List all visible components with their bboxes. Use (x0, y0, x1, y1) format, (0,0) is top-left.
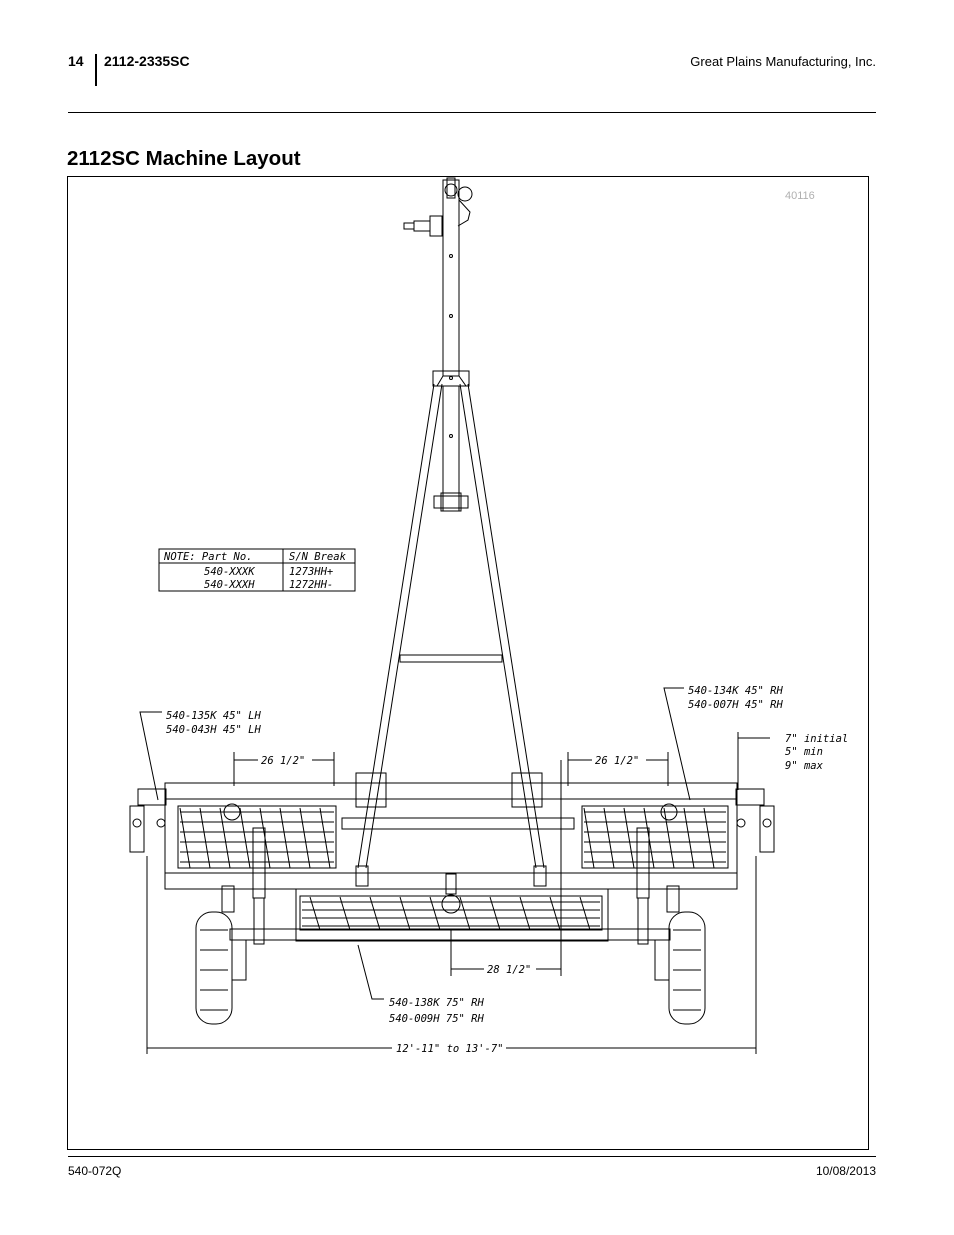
callout-center: 540-138K 75" RH 540-009H 75" RH (357, 944, 485, 1025)
svg-text:9" max: 9" max (785, 760, 824, 772)
svg-text:26 1/2": 26 1/2" (261, 755, 305, 767)
note-header-part: NOTE: Part No. (163, 551, 253, 563)
callout-rh: 540-134K 45" RH 540-007H 45" RH (663, 685, 784, 801)
svg-text:28 1/2": 28 1/2" (487, 964, 531, 976)
center-basket (299, 873, 603, 931)
left-basket (129, 803, 337, 945)
dim-left-offset: 26 1/2" (233, 752, 335, 786)
footer-rule (68, 1156, 876, 1157)
page-number: 14 (68, 53, 84, 69)
note-box: NOTE: Part No. S/N Break 540-XXXK 1273HH… (158, 548, 356, 592)
hitch-tongue (403, 177, 473, 512)
svg-text:540-043H 45" LH: 540-043H 45" LH (166, 724, 262, 736)
main-frame (137, 772, 765, 942)
svg-text:26 1/2": 26 1/2" (595, 755, 639, 767)
svg-text:540-135K 45" LH: 540-135K 45" LH (166, 710, 262, 722)
callout-lh: 540-135K 45" LH 540-043H 45" LH (139, 710, 262, 801)
figure-id: 40116 (785, 190, 815, 202)
model-number: 2112-2335SC (104, 53, 190, 69)
svg-text:540-138K 75" RH: 540-138K 75" RH (389, 997, 485, 1009)
figure-frame (67, 176, 869, 1150)
right-wheel (654, 885, 706, 1025)
svg-text:5" min: 5" min (785, 746, 823, 758)
header-divider (95, 54, 97, 86)
svg-text:540-009H 75" RH: 540-009H 75" RH (389, 1013, 485, 1025)
svg-text:7" initial: 7" initial (785, 733, 848, 745)
dim-right-offset: 26 1/2" (567, 752, 669, 786)
svg-text:12'-11" to 13'-7": 12'-11" to 13'-7" (396, 1043, 503, 1055)
dim-overall-width: 12'-11" to 13'-7" (146, 856, 757, 1055)
right-basket (581, 803, 775, 945)
a-frame (355, 383, 547, 887)
note-header-sn: S/N Break (289, 551, 347, 563)
dim-center-offset: 28 1/2" (450, 760, 562, 976)
note-row1-part: 540-XXXK (204, 566, 255, 578)
svg-text:540-007H 45" RH: 540-007H 45" RH (688, 699, 784, 711)
note-row2-part: 540-XXXH (204, 579, 255, 591)
header-rule (68, 112, 876, 113)
left-wheel (195, 885, 247, 1025)
note-row1-sn: 1273HH+ (289, 566, 333, 578)
company-name: Great Plains Manufacturing, Inc. (690, 54, 876, 69)
page-title: 2112SC Machine Layout (67, 147, 301, 170)
svg-text:540-134K 45" RH: 540-134K 45" RH (688, 685, 784, 697)
note-row2-sn: 1272HH- (289, 579, 333, 591)
dim-height: 7" initial 5" min 9" max (737, 732, 848, 790)
doc-date: 10/08/2013 (815, 1164, 876, 1178)
doc-number: 540-072Q (68, 1164, 122, 1178)
